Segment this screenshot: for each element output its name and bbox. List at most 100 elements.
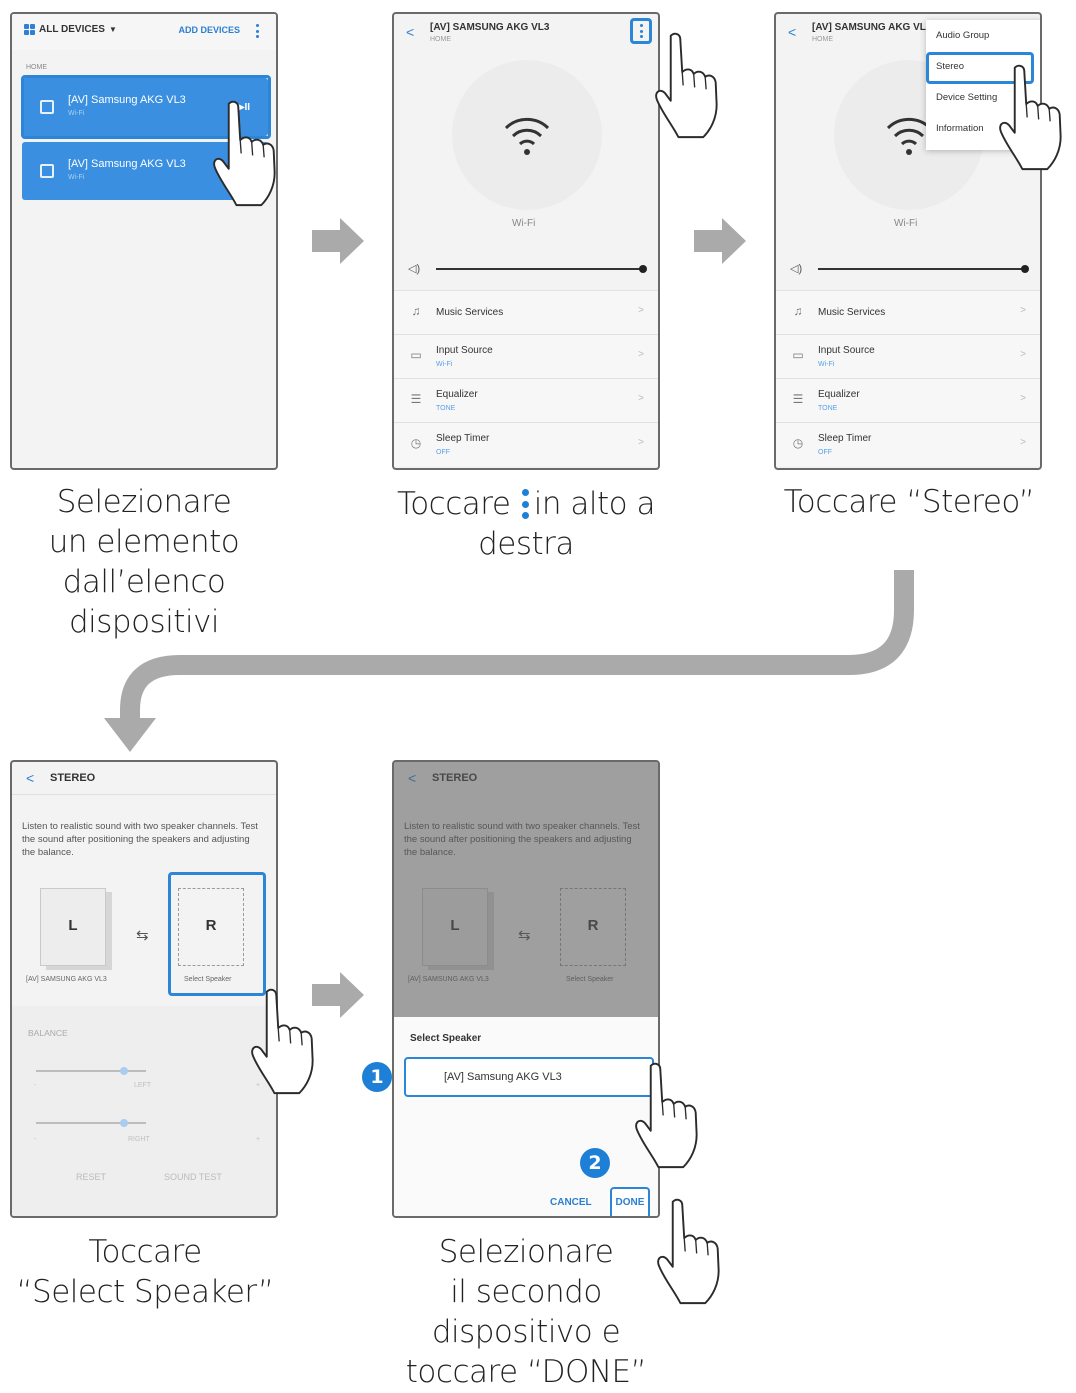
step-badge-1: 1: [362, 1062, 392, 1092]
menu-sub: OFF: [436, 449, 450, 456]
left-speaker-name: [AV] SAMSUNG AKG VL3: [26, 976, 107, 983]
swap-icon[interactable]: ⇆: [136, 927, 149, 944]
music-note-icon: ♫: [793, 304, 803, 318]
popup-item-audio-group[interactable]: Audio Group: [936, 30, 990, 41]
caption-line: un elemento: [48, 524, 240, 560]
caption-line: il secondo: [450, 1274, 602, 1310]
dim-overlay: [394, 762, 658, 1017]
caption-line: Selezionare: [56, 484, 232, 520]
chevron-right-icon: >: [638, 305, 644, 316]
add-devices-button[interactable]: ADD DEVICES: [178, 25, 240, 35]
menu-label: Input Source: [436, 345, 493, 356]
caption-line: Toccare in alto a: [372, 484, 680, 524]
menu-label: Music Services: [818, 307, 886, 318]
stereo-title: STEREO: [50, 772, 96, 784]
menu-label: Input Source: [818, 345, 875, 356]
chevron-right-icon: >: [1020, 437, 1026, 448]
section-label-home: HOME: [26, 64, 47, 71]
caption-line: dall’elenco: [62, 564, 226, 600]
hand-pointer-icon: [999, 64, 1062, 171]
screen-device-detail: < [AV] SAMSUNG AKG VL3 HOME Wi-Fi ◁) ♫ M…: [392, 12, 660, 470]
input-source-icon: ▭: [792, 348, 804, 362]
left-label: LEFT: [134, 1082, 152, 1089]
volume-slider[interactable]: [818, 268, 1026, 270]
menu-item-input-source[interactable]: ▭ Input Source Wi-Fi >: [776, 334, 1040, 378]
sound-test-button[interactable]: SOUND TEST: [164, 1172, 222, 1182]
balance-plus-label: +: [256, 1082, 261, 1089]
stereo-description: Listen to realistic sound with two speak…: [22, 821, 258, 858]
menu-sub: TONE: [436, 405, 456, 412]
hand-pointer-icon: [635, 1062, 698, 1169]
device-connection: Wi-Fi: [68, 110, 85, 117]
back-icon[interactable]: <: [788, 24, 797, 40]
speaker-option[interactable]: [AV] Samsung AKG VL3: [404, 1057, 654, 1097]
more-options-icon[interactable]: [640, 24, 644, 38]
select-speaker-label[interactable]: Select Speaker: [184, 976, 232, 983]
select-speaker-highlight[interactable]: [168, 872, 266, 996]
hand-pointer-icon: [655, 32, 718, 139]
input-source-icon: ▭: [410, 348, 422, 362]
chevron-right-icon: >: [1020, 305, 1026, 316]
balance-minus-label: -: [34, 1082, 37, 1089]
device-title: [AV] SAMSUNG AKG VL3: [430, 22, 550, 33]
caption-line: Toccare: [88, 1234, 202, 1270]
balance-plus-label: +: [256, 1136, 261, 1143]
more-options-icon[interactable]: [256, 24, 260, 38]
menu-item-music-services[interactable]: ♫ Music Services >: [394, 290, 658, 334]
all-devices-dropdown[interactable]: ALL DEVICES ▼: [24, 24, 117, 35]
menu-item-input-source[interactable]: ▭ Input Source Wi-Fi >: [394, 334, 658, 378]
volume-icon: ◁): [408, 263, 421, 275]
popup-item-device-setting[interactable]: Device Setting: [936, 92, 998, 103]
left-speaker-image: L: [40, 888, 106, 966]
device-name: [AV] Samsung AKG VL3: [68, 94, 186, 106]
left-balance-handle[interactable]: [120, 1067, 128, 1075]
popup-item-stereo[interactable]: Stereo: [936, 61, 964, 72]
caption-line: dispositivo e: [431, 1314, 621, 1350]
done-button[interactable]: DONE: [610, 1187, 650, 1216]
select-speaker-dialog: Select Speaker [AV] Samsung AKG VL3 CANC…: [394, 1017, 658, 1216]
device-card-2[interactable]: [AV] Samsung AKG VL3 Wi-Fi: [22, 142, 268, 200]
balance-minus-label: -: [34, 1136, 37, 1143]
speaker-option-label: [AV] Samsung AKG VL3: [444, 1071, 562, 1083]
back-icon[interactable]: <: [26, 770, 35, 786]
play-pause-icon[interactable]: ▶II: [236, 102, 250, 113]
menu-label: Sleep Timer: [436, 433, 490, 444]
popup-item-information[interactable]: Information: [936, 123, 984, 134]
menu-item-equalizer[interactable]: ☰ Equalizer TONE >: [394, 378, 658, 422]
menu-item-music-services[interactable]: ♫ Music Services >: [776, 290, 1040, 334]
right-speaker-letter: R: [205, 917, 217, 934]
menu-item-sleep-timer[interactable]: ◷ Sleep Timer OFF >: [776, 422, 1040, 466]
cancel-button[interactable]: CANCEL: [550, 1197, 592, 1208]
back-icon[interactable]: <: [406, 24, 415, 40]
volume-slider[interactable]: [436, 268, 644, 270]
equalizer-icon: ☰: [410, 392, 422, 406]
selection-highlight: [21, 75, 271, 139]
menu-label: Equalizer: [818, 389, 860, 400]
menu-item-sleep-timer[interactable]: ◷ Sleep Timer OFF >: [394, 422, 658, 466]
right-balance-slider[interactable]: [36, 1122, 146, 1124]
step-badge-2: 2: [580, 1148, 610, 1178]
left-balance-slider[interactable]: [36, 1070, 146, 1072]
balance-panel: [12, 1006, 276, 1216]
menu-sub: Wi-Fi: [436, 361, 453, 368]
volume-handle[interactable]: [1021, 265, 1029, 273]
screen-device-list: ALL DEVICES ▼ ADD DEVICES HOME [AV] Sams…: [10, 12, 278, 470]
stereo-highlight: [926, 52, 1034, 84]
wifi-circle: [452, 60, 602, 210]
volume-handle[interactable]: [639, 265, 647, 273]
screen-stereo: < STEREO Listen to realistic sound with …: [10, 760, 278, 1218]
caption-line: “Select Speaker”: [16, 1274, 275, 1310]
reset-button[interactable]: RESET: [76, 1172, 107, 1182]
device-connection: Wi-Fi: [68, 174, 85, 181]
right-balance-handle[interactable]: [120, 1119, 128, 1127]
chevron-right-icon: >: [638, 437, 644, 448]
clock-icon: ◷: [410, 436, 422, 450]
menu-sub: TONE: [818, 405, 838, 412]
device-card-1[interactable]: [AV] Samsung AKG VL3 Wi-Fi ▶II: [22, 78, 268, 136]
device-name: [AV] Samsung AKG VL3: [68, 158, 186, 170]
device-title: [AV] SAMSUNG AKG VL3: [812, 22, 932, 33]
dialog-title: Select Speaker: [410, 1033, 482, 1044]
menu-item-equalizer[interactable]: ☰ Equalizer TONE >: [776, 378, 1040, 422]
equalizer-icon: ☰: [792, 392, 804, 406]
dropdown-caret-icon: ▼: [108, 25, 117, 34]
